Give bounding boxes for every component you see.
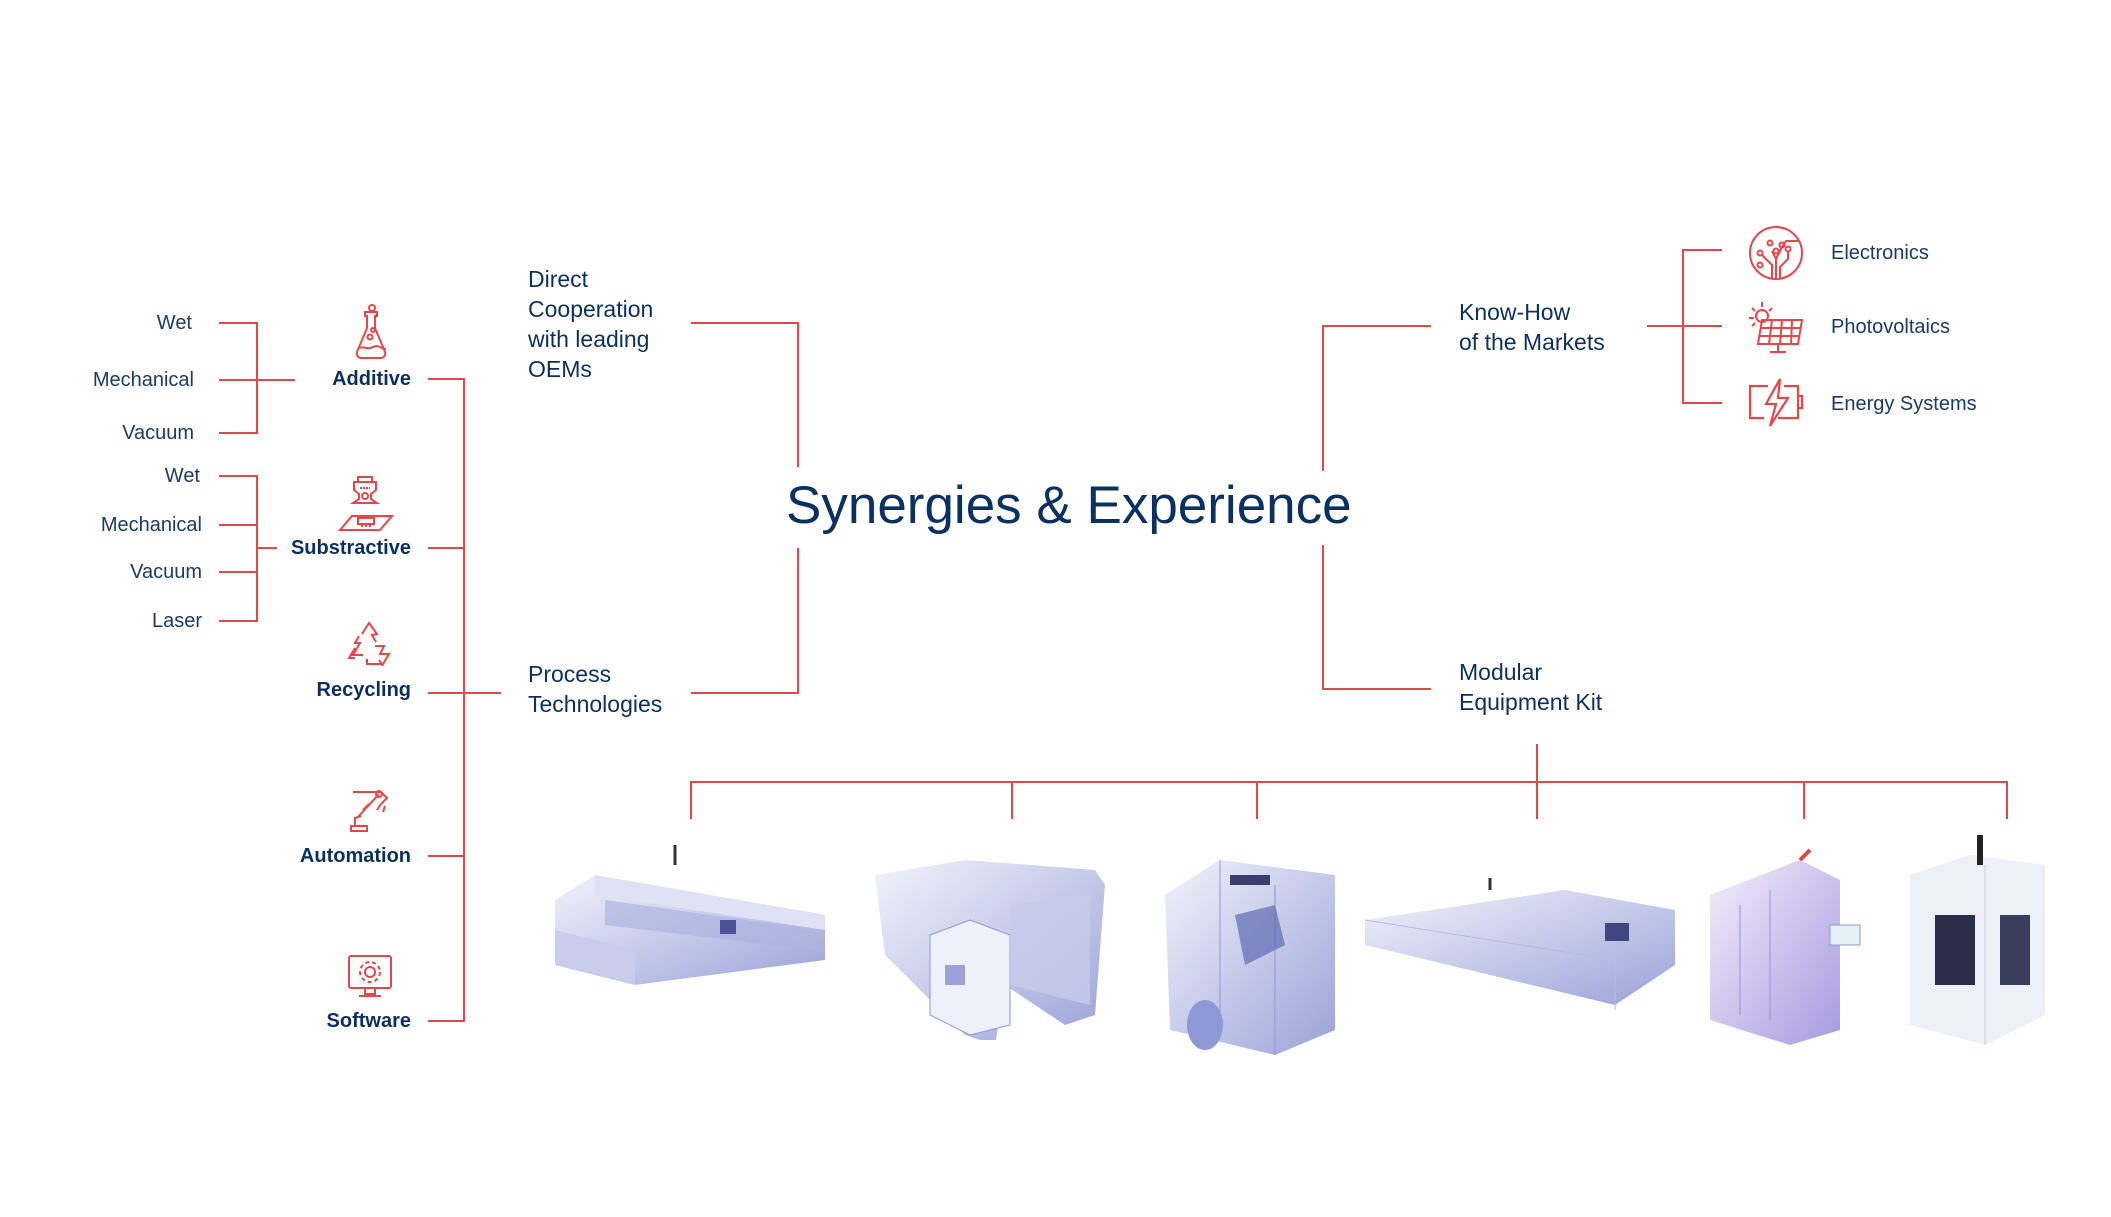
machine-image-vertical-system	[1710, 848, 1861, 1045]
method-additive-mechanical: Mechanical	[92, 369, 194, 391]
monitor-gear-icon	[347, 954, 393, 998]
node-process-technologies: Process Technologies	[528, 659, 662, 719]
node-line: Cooperation	[528, 296, 654, 322]
node-know-how: Know-How of the Markets	[1459, 297, 1605, 357]
method-substractive-vacuum: Vacuum	[130, 561, 202, 583]
node-line: Technologies	[528, 691, 663, 717]
machine-image-long-inline-system	[1364, 878, 1675, 1010]
circuit-icon	[1748, 225, 1804, 281]
node-line: Know-How	[1459, 299, 1571, 325]
method-substractive-laser: Laser	[151, 610, 202, 632]
flask-icon	[352, 304, 392, 360]
market-photovoltaics: Photovoltaics	[1831, 316, 1950, 338]
node-line: Modular	[1459, 659, 1543, 685]
category-additive: Additive	[332, 368, 411, 390]
robot-arm-icon	[347, 788, 393, 832]
method-additive-vacuum: Vacuum	[122, 422, 194, 444]
node-modular-equipment-kit: Modular Equipment Kit	[1459, 657, 1602, 717]
node-line: OEMs	[528, 356, 592, 382]
page-title: Synergies & Experience	[786, 476, 1352, 535]
category-automation: Automation	[299, 845, 411, 867]
node-line: of the Markets	[1459, 329, 1605, 355]
solar-panel-icon	[1748, 300, 1804, 356]
method-substractive-mechanical: Mechanical	[100, 514, 202, 536]
category-substractive: Substractive	[290, 537, 411, 559]
node-line: Process	[528, 661, 612, 687]
machine-image-cluster-system	[875, 860, 1105, 1040]
market-energy-systems: Energy Systems	[1831, 393, 1977, 415]
node-line: with leading	[528, 326, 650, 352]
method-substractive-wet: Wet	[164, 465, 200, 487]
method-additive-wet: Wet	[156, 312, 192, 334]
category-software: Software	[326, 1010, 411, 1032]
category-recycling: Recycling	[316, 679, 411, 701]
machine-image-cell-system	[1165, 860, 1335, 1055]
machine-image-inline-system	[555, 845, 825, 985]
node-line: Direct	[528, 266, 589, 292]
battery-bolt-icon	[1748, 378, 1804, 428]
recycle-icon	[345, 620, 393, 666]
machine-image-cabinet-system	[1910, 835, 2045, 1045]
market-electronics: Electronics	[1831, 242, 1929, 264]
node-line: Equipment Kit	[1459, 689, 1603, 715]
etching-machine-icon	[338, 476, 394, 532]
node-direct-cooperation: Direct Cooperation with leading OEMs	[528, 264, 653, 384]
